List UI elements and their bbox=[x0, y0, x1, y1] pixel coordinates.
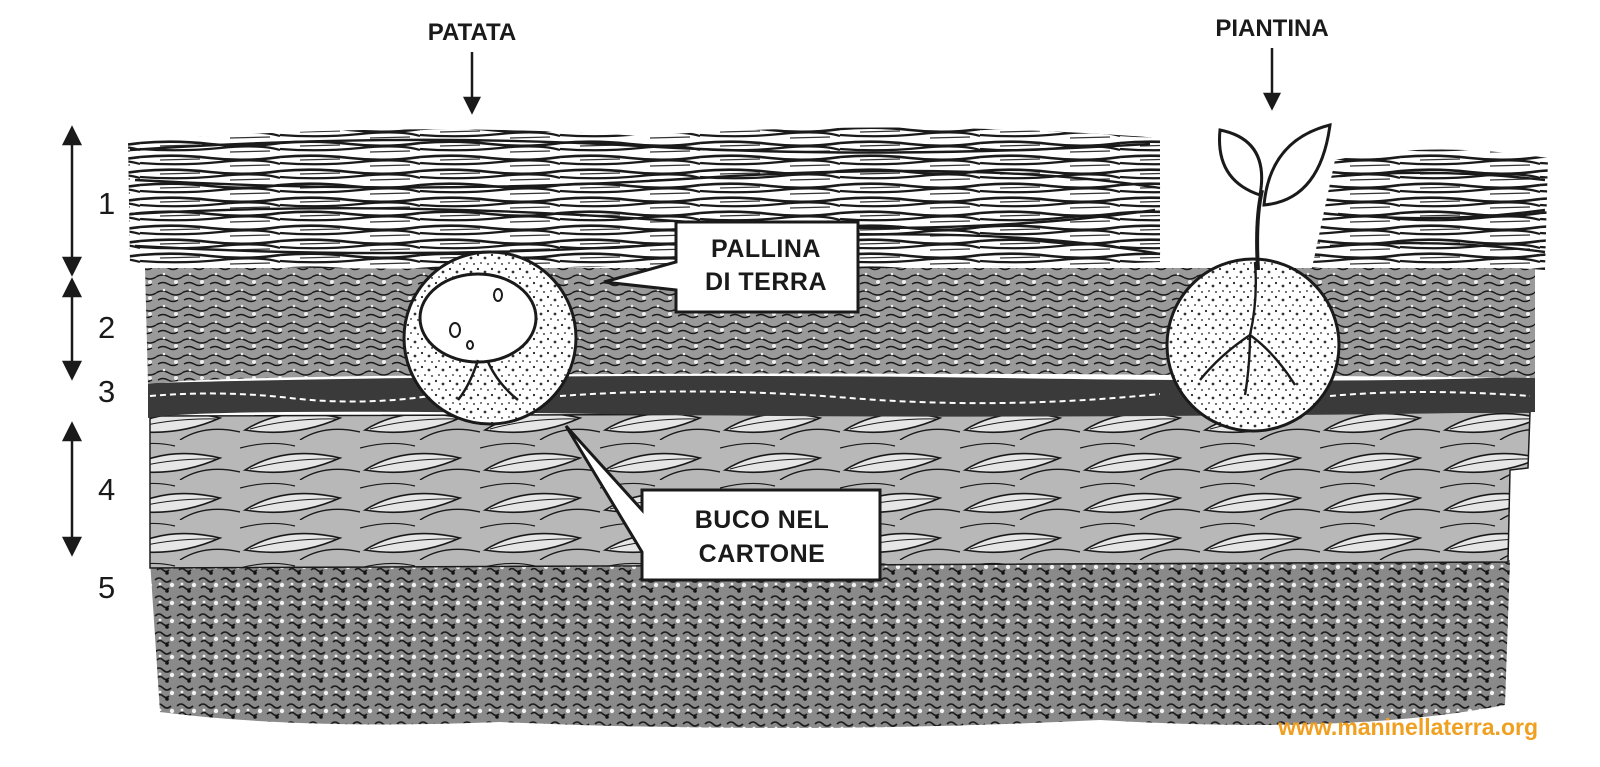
layer-1-straw-right bbox=[1312, 149, 1548, 270]
seedling-leaf-left bbox=[1218, 128, 1264, 197]
layer-number-2: 2 bbox=[98, 310, 115, 345]
callout-cardboard-hole-line2: CARTONE bbox=[699, 540, 826, 568]
layer-1-straw-left bbox=[128, 127, 1160, 269]
layer-number-5: 5 bbox=[98, 570, 115, 605]
layer-arrows bbox=[61, 125, 83, 557]
website-url: www.maninellaterra.org bbox=[1277, 714, 1538, 740]
callout-cardboard-hole: BUCO NEL CARTONE bbox=[564, 424, 882, 582]
layer-5-soil bbox=[150, 560, 1510, 729]
soil-ball-with-potato bbox=[402, 250, 578, 426]
layer-number-1: 1 bbox=[98, 186, 115, 221]
callout-soil-ball-line1: PALLINA bbox=[711, 235, 821, 263]
seedling-leaf-right bbox=[1262, 123, 1332, 207]
callout-soil-ball-line2: DI TERRA bbox=[705, 268, 827, 296]
potato-shape bbox=[418, 272, 538, 364]
callout-cardboard-hole-line1: BUCO NEL bbox=[695, 506, 830, 534]
potato-label: PATATA bbox=[428, 19, 516, 46]
layer-number-3: 3 bbox=[98, 374, 115, 409]
soil-ball-with-seedling bbox=[1165, 123, 1341, 433]
seedling-label: PIANTINA bbox=[1215, 15, 1328, 42]
callout-soil-ball: PALLINA DI TERRA bbox=[603, 220, 860, 314]
potato-arrow bbox=[462, 52, 482, 115]
seedling-arrow bbox=[1262, 48, 1282, 111]
layer-number-4: 4 bbox=[98, 472, 115, 507]
